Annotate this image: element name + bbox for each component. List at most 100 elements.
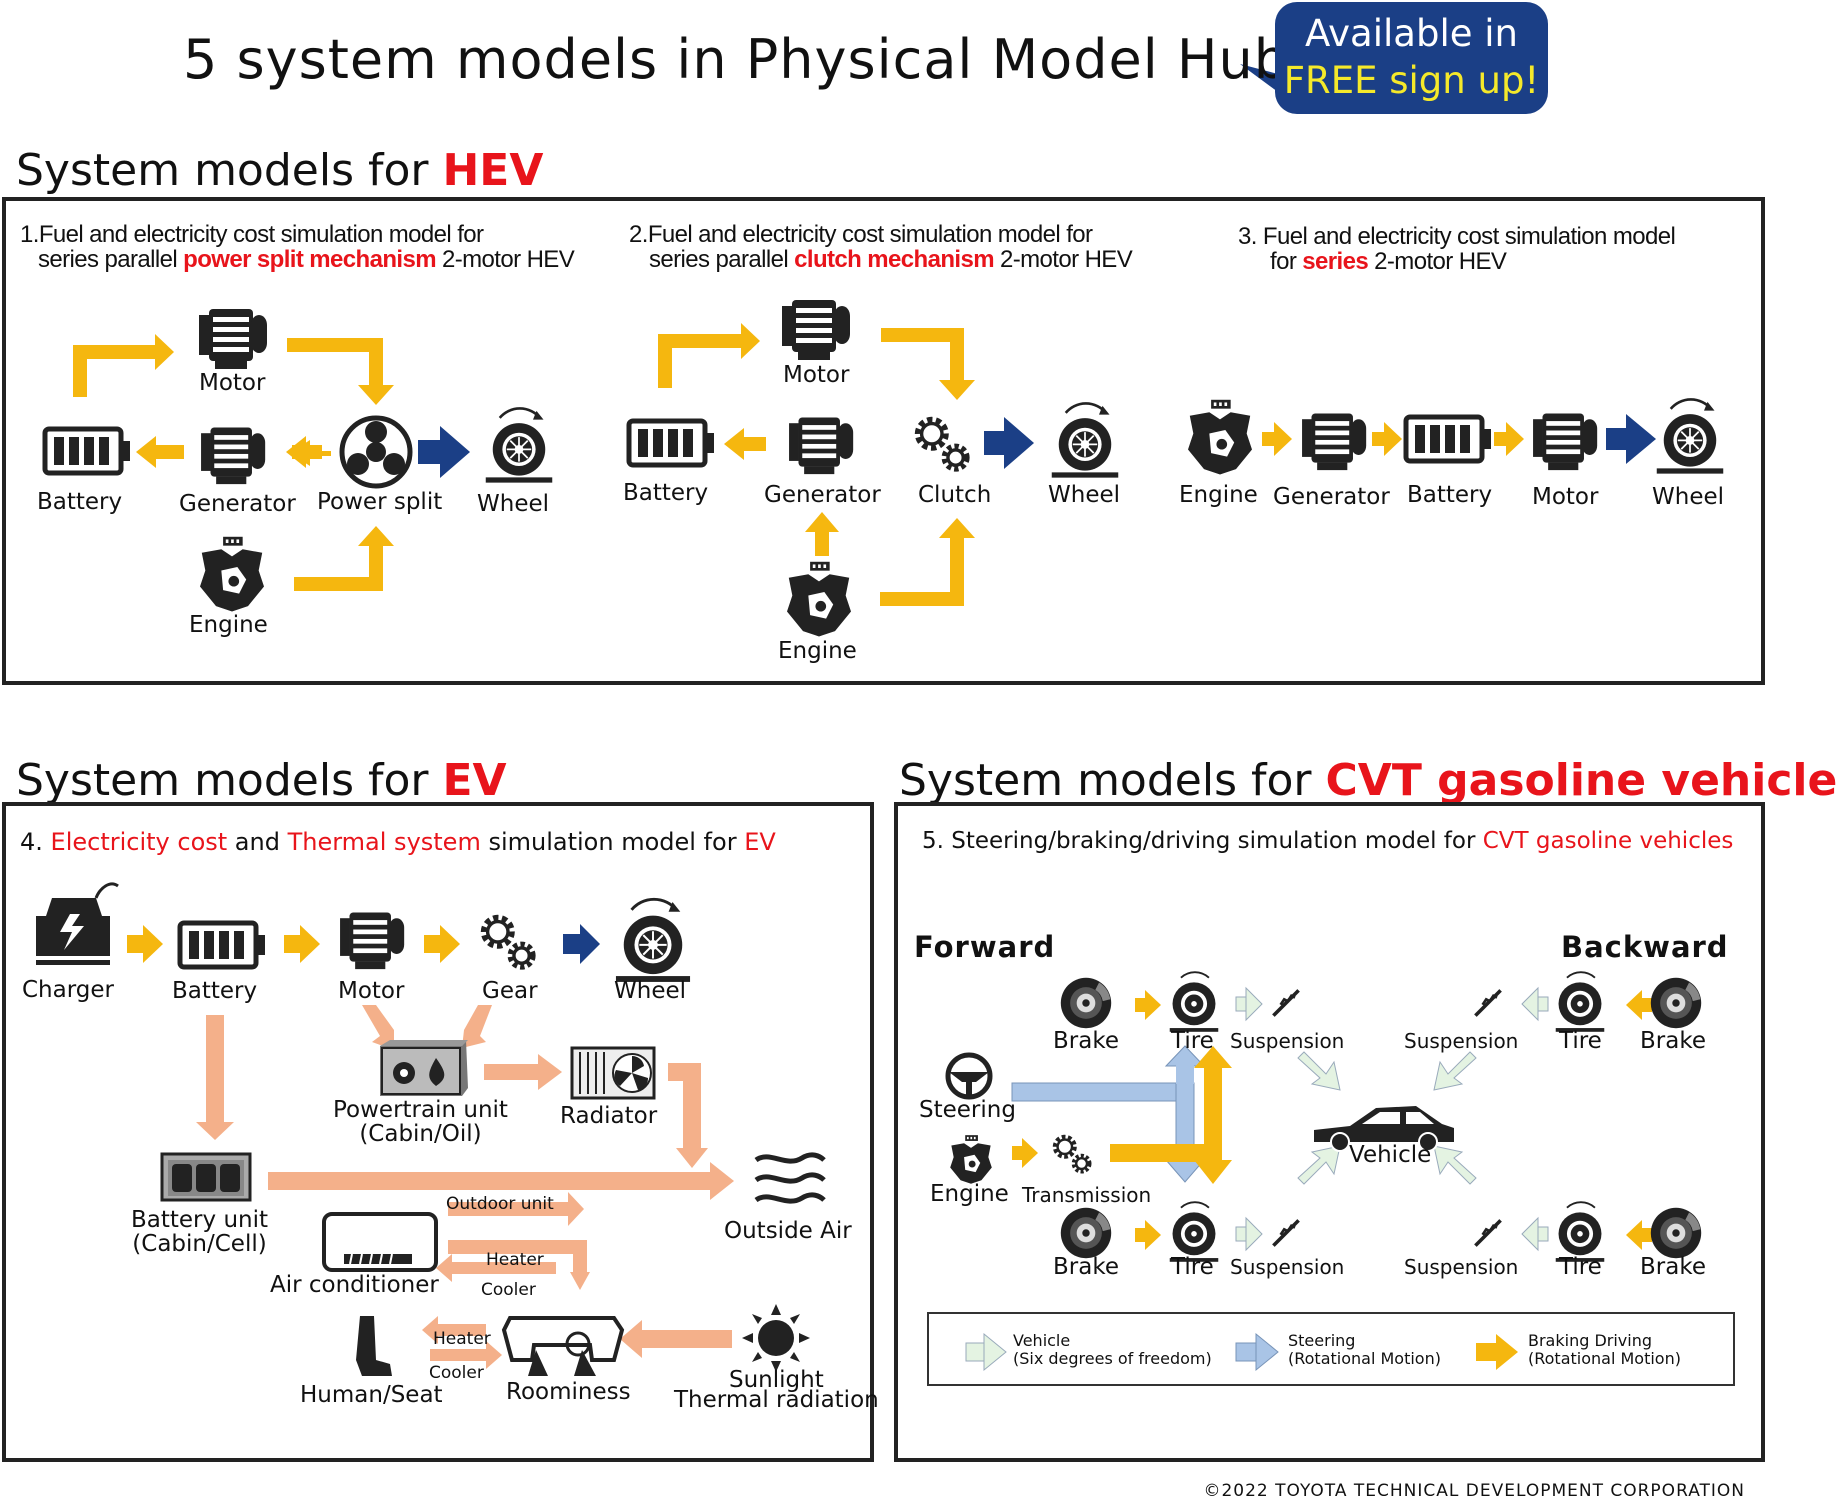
ev-battery-unit-line2: (Cabin/Cell): [132, 1231, 267, 1257]
ev-charger-label: Charger: [22, 977, 114, 1003]
hev1-engine-label: Engine: [189, 612, 268, 638]
ev-air-conditioner-label: Air conditioner: [270, 1272, 439, 1298]
cvt-title-pre: 5. Steering/braking/driving simulation m…: [922, 828, 1483, 854]
hev-model1-title-pre: series parallel: [38, 246, 184, 273]
sun-icon: [742, 1304, 810, 1372]
ev-heading-highlight: EV: [442, 755, 507, 806]
ev-powertrain-line2: (Cabin/Oil): [359, 1121, 482, 1147]
cvt-tire-tr-label: Tire: [1559, 1028, 1602, 1054]
ev-title-red2: Thermal system: [287, 828, 481, 856]
ev-sunlight-line1: Sunlight: [729, 1367, 824, 1393]
hev1-generator-label: Generator: [179, 491, 296, 517]
hev-model3-title: 3. Fuel and electricity cost simulation …: [1238, 223, 1676, 275]
radiator-icon: [570, 1046, 656, 1100]
ev-heading-prefix: System models for: [16, 755, 443, 806]
cvt-tire-tl-label: Tire: [1171, 1028, 1214, 1054]
cvt-backward-label: Backward: [1561, 930, 1729, 964]
charger-icon: [36, 882, 119, 965]
cvt-model-title: 5. Steering/braking/driving simulation m…: [922, 828, 1733, 854]
cvt-heading-prefix: System models for: [899, 755, 1326, 806]
ev-roominess-label: Roominess: [506, 1379, 631, 1405]
cvt-steering-label: Steering: [919, 1097, 1016, 1123]
hev-model2-arrows: [658, 323, 1034, 606]
ev-outside-air-label: Outside Air: [724, 1218, 852, 1244]
hev2-generator-label: Generator: [764, 482, 881, 508]
legend-braking-line2: (Rotational Motion): [1528, 1349, 1681, 1368]
hev-model1-arrows: [73, 334, 470, 591]
ev-radiator-label: Radiator: [560, 1103, 658, 1129]
hev2-engine-label: Engine: [778, 638, 857, 664]
hev3-motor-label: Motor: [1532, 484, 1599, 510]
legend-steering-line2: (Rotational Motion): [1288, 1349, 1441, 1368]
diagram-graphics: [36, 64, 1725, 1376]
hev3-battery-label: Battery: [1407, 482, 1493, 508]
promo-tail: [1240, 64, 1278, 92]
ev-cooler-label: Cooler: [481, 1280, 536, 1300]
ev-title-mid2: simulation model for: [480, 828, 745, 856]
powertrain-unit-icon: [380, 1040, 468, 1096]
ev-title-red3: EV: [744, 828, 776, 856]
cvt-heading-highlight: CVT gasoline vehicle: [1325, 755, 1837, 806]
hev-model1-title: 1.Fuel and electricity cost simulation m…: [20, 222, 575, 273]
ev-human-seat-label: Human/Seat: [300, 1382, 443, 1408]
hev-heading-highlight: HEV: [442, 145, 544, 196]
page-title: 5 system models in Physical Model Hub: [183, 28, 1289, 91]
ev-cooler2-label: Cooler: [429, 1363, 484, 1383]
hev-heading-prefix: System models for: [16, 145, 443, 196]
cvt-legend: [927, 1312, 1735, 1386]
cvt-tire-br-label: Tire: [1559, 1254, 1602, 1280]
hev2-wheel-label: Wheel: [1048, 482, 1121, 508]
cvt-heading: System models for CVT gasoline vehicle: [899, 755, 1837, 806]
legend-steering: Steering (Rotational Motion): [1288, 1332, 1441, 1368]
cvt-vehicle-label: Vehicle: [1349, 1142, 1432, 1168]
ev-heater-label: Heater: [486, 1250, 544, 1270]
hev-model1-title-red: power split mechanism: [183, 246, 436, 273]
hev2-clutch-label: Clutch: [918, 482, 992, 508]
hev-model3-arrows: [1262, 414, 1656, 464]
ev-motor-label: Motor: [338, 978, 405, 1004]
legend-steering-line1: Steering: [1288, 1331, 1356, 1350]
seat-icon: [356, 1316, 392, 1376]
cvt-susp-br-label: Suspension: [1404, 1255, 1519, 1279]
hev-model3-title-line1: 3. Fuel and electricity cost simulation …: [1238, 223, 1676, 250]
ev-sunlight-line2: Thermal radiation: [674, 1387, 879, 1413]
legend-vehicle: Vehicle (Six degrees of freedom): [1013, 1332, 1212, 1368]
cvt-panel: [894, 802, 1765, 1462]
roominess-icon: [501, 1316, 625, 1376]
legend-vehicle-line2: (Six degrees of freedom): [1013, 1349, 1212, 1368]
ev-powertrain-label: Powertrain unit (Cabin/Oil): [333, 1098, 508, 1146]
ev-battery-unit-line1: Battery unit: [131, 1207, 269, 1233]
hev1-battery-label: Battery: [37, 489, 123, 515]
hev-model3-title-post: 2-motor HEV: [1368, 248, 1507, 275]
ev-panel: [2, 802, 874, 1462]
hev3-engine-label: Engine: [1179, 482, 1258, 508]
cvt-susp-tl-label: Suspension: [1230, 1029, 1345, 1053]
air-conditioner-icon: [322, 1212, 438, 1272]
ev-title-num: 4.: [20, 828, 51, 856]
hev-model2-title: 2.Fuel and electricity cost simulation m…: [629, 221, 1133, 272]
hev1-motor-label: Motor: [199, 370, 266, 396]
cvt-title-red: CVT gasoline vehicles: [1482, 828, 1734, 854]
free-signup-badge[interactable]: Available in FREE sign up!: [1275, 2, 1548, 114]
cvt-arrows: [1011, 986, 1652, 1252]
ev-heading: System models for EV: [16, 755, 507, 806]
hev-model2-title-line1: 2.Fuel and electricity cost simulation m…: [629, 221, 1093, 248]
ev-powertrain-line1: Powertrain unit: [333, 1097, 508, 1123]
legend-braking: Braking Driving (Rotational Motion): [1528, 1332, 1681, 1368]
cvt-engine-label: Engine: [930, 1181, 1009, 1207]
ev-title-red1: Electricity cost: [50, 828, 228, 856]
cvt-transmission-label: Transmission: [1022, 1183, 1152, 1207]
hev-model3-title-red: series: [1302, 248, 1369, 275]
cvt-brake-bl-label: Brake: [1053, 1254, 1119, 1280]
hev-model3-title-pre: for: [1270, 248, 1303, 275]
ev-sunlight-label: Sunlight Thermal radiation: [674, 1367, 879, 1413]
hev2-battery-label: Battery: [623, 480, 709, 506]
steering-wheel-icon: [945, 1052, 993, 1100]
cvt-forward-label: Forward: [914, 930, 1056, 964]
ev-arrows: [127, 924, 734, 1369]
hev-model1-title-post: 2-motor HEV: [435, 246, 575, 273]
ev-model-title: 4. Electricity cost and Thermal system s…: [20, 828, 776, 856]
hev2-motor-label: Motor: [783, 362, 850, 388]
ev-heater2-label: Heater: [433, 1329, 491, 1349]
cvt-brake-tr-label: Brake: [1640, 1028, 1706, 1054]
